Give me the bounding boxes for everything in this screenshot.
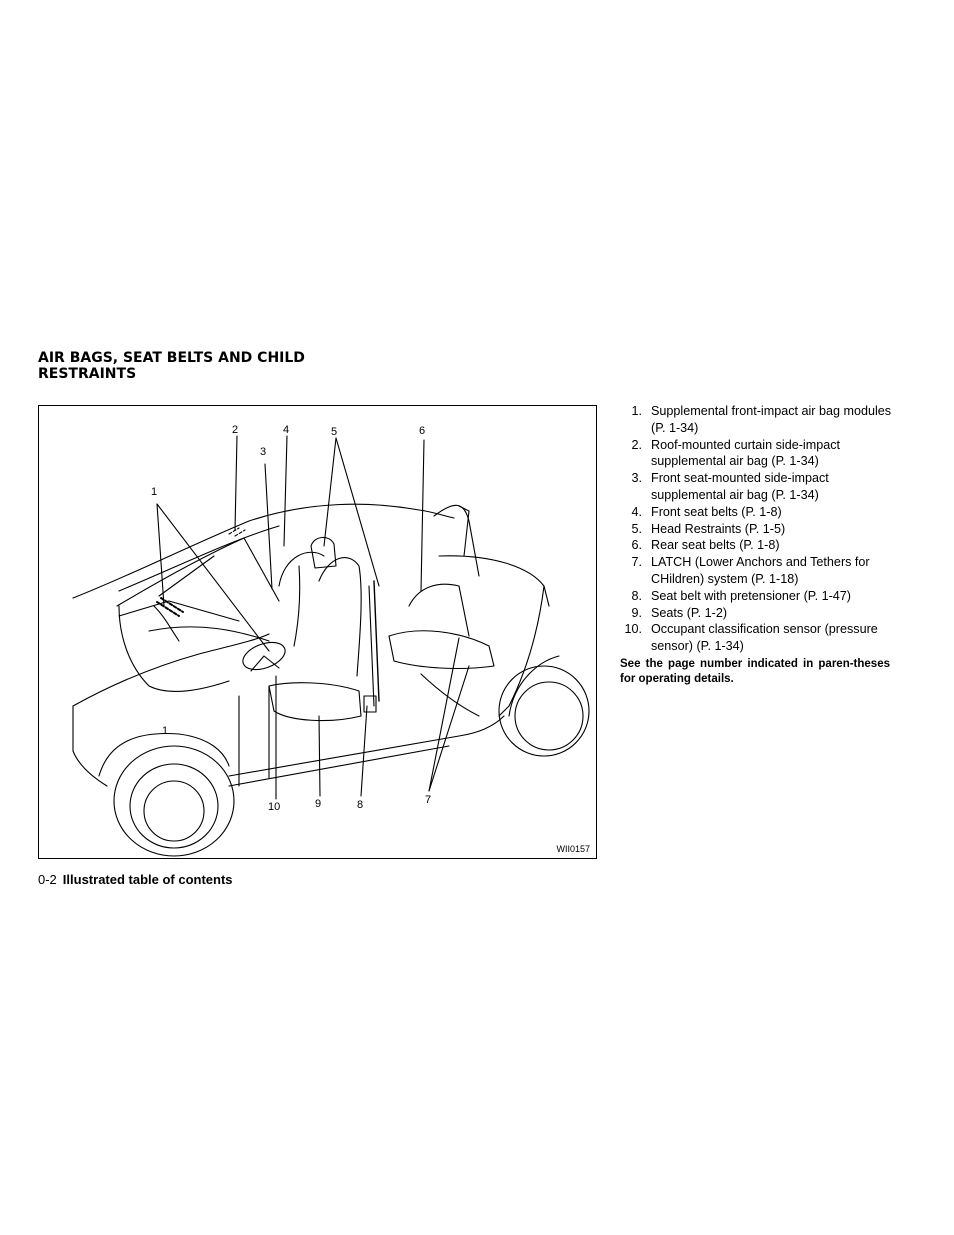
list-item-text: LATCH (Lower Anchors and Tethers for CHi… <box>651 555 870 586</box>
list-item: 7. LATCH (Lower Anchors and Tethers for C… <box>614 554 894 588</box>
list-item-text: Head Restraints (P. 1-5) <box>651 521 786 536</box>
callout-7: 7 <box>425 794 432 806</box>
list-item-number: 5. <box>631 521 642 536</box>
list-item: 5. Head Restraints (P. 1-5) <box>614 521 894 538</box>
list-item-number: 9. <box>631 605 642 620</box>
car-illustration <box>72 435 590 857</box>
callout-9: 9 <box>315 798 322 810</box>
callout-6: 6 <box>419 425 426 437</box>
section-title: AIR BAGS, SEAT BELTS AND CHILD RESTRAINT… <box>38 350 305 382</box>
page-footer: 0-2 Illustrated table of contents <box>38 872 233 887</box>
list-item: 2. Roof-mounted curtain side-impact suppl… <box>614 437 894 471</box>
callout-3: 3 <box>260 446 267 458</box>
list-item: 6. Rear seat belts (P. 1-8) <box>614 537 894 554</box>
list-item-text: Seat belt with pretensioner (P. 1-47) <box>651 588 851 603</box>
component-list: 1. Supplemental front-impact air bag modu… <box>614 403 894 655</box>
list-item-text: Supplemental front-impact air bag module… <box>651 404 892 435</box>
list-item-text: Rear seat belts (P. 1-8) <box>651 538 780 553</box>
callout-1-secondary: 1 <box>162 725 169 737</box>
list-item-number: 2. <box>631 437 642 452</box>
list-item: 1. Supplemental front-impact air bag modu… <box>614 403 894 437</box>
list-item: 10. Occupant classification sensor (press… <box>614 621 894 655</box>
callout-8: 8 <box>357 799 364 811</box>
callout-5: 5 <box>331 426 338 438</box>
list-item-text: Front seat-mounted side-impact supplemen… <box>651 471 829 502</box>
operating-note: See the page number indicated in paren-t… <box>620 658 890 685</box>
list-item: 4. Front seat belts (P. 1-8) <box>614 504 894 521</box>
callout-1: 1 <box>151 486 158 498</box>
list-item: 3. Front seat-mounted side-impact supplem… <box>614 470 894 504</box>
list-item-number: 3. <box>631 471 642 486</box>
list-item-text: Roof-mounted curtain side-impact supplem… <box>651 437 840 469</box>
list-item: 8. Seat belt with pretensioner (P. 1-47) <box>614 588 894 605</box>
list-item-text: Front seat belts (P. 1-8) <box>651 504 782 519</box>
list-item: 9. Seats (P. 1-2) <box>614 605 894 622</box>
car-illustration-figure: 1 2 3 4 5 6 7 8 9 10 1 WII0157 <box>38 405 597 859</box>
page-number: 0-2 <box>38 872 57 887</box>
list-item-number: 6. <box>631 538 642 553</box>
list-item-number: 10. <box>624 622 642 637</box>
callout-2: 2 <box>232 424 239 436</box>
list-item-number: 7. <box>631 555 642 570</box>
list-item-number: 8. <box>631 588 642 603</box>
footer-title: Illustrated table of contents <box>62 872 233 887</box>
list-item-text: Seats (P. 1-2) <box>651 605 728 620</box>
list-item-number: 4. <box>631 504 642 519</box>
list-item-number: 1. <box>631 404 642 418</box>
list-item-text: Occupant classification sensor (pressure… <box>651 622 878 654</box>
callout-10: 10 <box>268 801 281 813</box>
callout-4: 4 <box>283 424 290 436</box>
figure-code: WII0157 <box>556 844 590 854</box>
